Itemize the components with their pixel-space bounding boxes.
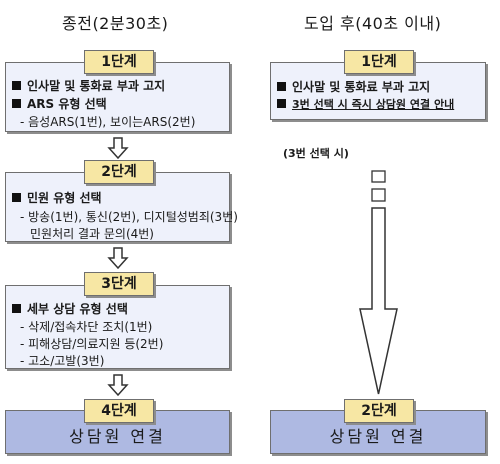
right-stage1-item-2: 3번 선택 시 즉시 상담원 연결 안내 xyxy=(277,96,454,112)
down-arrow-icon xyxy=(107,374,129,397)
left-stage3-box: 세부 상담 유형 선택 - 삭제/접속차단 조치(1번) - 피해상담/의료지원… xyxy=(5,285,230,369)
right-final-box: 상담원 연결 xyxy=(270,410,486,454)
square-bullet-icon xyxy=(12,99,21,108)
left-stage4-label: 4단계 xyxy=(84,399,154,423)
left-stage1-item-1: 인사말 및 통화료 부과 고지 xyxy=(12,77,165,94)
left-stage3-item-4: - 고소/고발(3번) xyxy=(20,354,105,368)
right-stage2-label: 2단계 xyxy=(344,399,414,423)
right-stage1-item-1: 인사말 및 통화료 부과 고지 xyxy=(277,78,430,95)
square-bullet-icon xyxy=(12,304,21,313)
down-arrow-icon xyxy=(107,247,129,270)
left-stage1-item-3: - 음성ARS(1번), 보이는ARS(2번) xyxy=(20,115,196,129)
left-stage3-item-1: 세부 상담 유형 선택 xyxy=(12,300,128,317)
left-heading: 종전(2분30초) xyxy=(62,14,169,33)
left-stage2-item-3: 민원처리 결과 문의(4번) xyxy=(30,227,154,241)
left-stage3-item-3: - 피해상담/의료지원 등(2번) xyxy=(20,337,164,351)
left-stage1-item-2: ARS 유형 선택 xyxy=(12,95,107,112)
left-stage1-label: 1단계 xyxy=(84,50,154,74)
square-bullet-icon xyxy=(12,81,21,90)
left-stage2-item-1: 민원 유형 선택 xyxy=(12,189,102,206)
square-bullet-icon xyxy=(277,82,286,91)
right-heading: 도입 후(40초 이내) xyxy=(304,14,442,33)
down-arrow-icon xyxy=(107,137,129,160)
long-down-arrow-icon xyxy=(359,170,398,395)
right-stage1-label: 1단계 xyxy=(344,50,414,74)
left-stage2-item-2: - 방송(1번), 통신(2번), 디지털성범죄(3번) xyxy=(20,210,238,224)
square-bullet-icon xyxy=(277,99,286,108)
left-stage3-item-2: - 삭제/접속차단 조치(1번) xyxy=(20,320,153,334)
square-bullet-icon xyxy=(12,193,21,202)
selection-note: (3번 선택 시) xyxy=(283,147,349,160)
left-stage3-label: 3단계 xyxy=(84,272,154,296)
left-stage2-label: 2단계 xyxy=(84,160,154,184)
